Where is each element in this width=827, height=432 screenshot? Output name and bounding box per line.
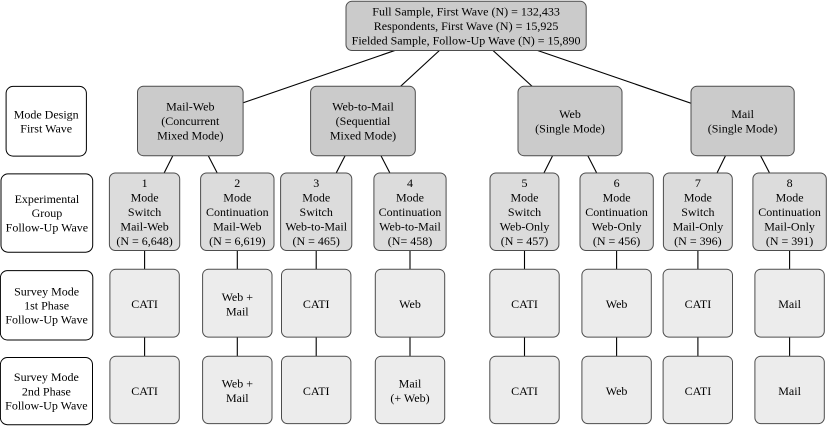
svg-text:Follow-Up Wave: Follow-Up Wave <box>5 313 87 327</box>
svg-text:(Sequential: (Sequential <box>336 114 391 128</box>
svg-text:CATI: CATI <box>685 297 712 311</box>
svg-text:Mode: Mode <box>131 190 159 204</box>
svg-text:CATI: CATI <box>685 384 712 398</box>
svg-text:(N= 458): (N= 458) <box>388 234 432 248</box>
svg-text:Mixed Mode): Mixed Mode) <box>330 129 396 143</box>
svg-text:Mail-Web: Mail-Web <box>166 100 214 114</box>
svg-text:Full Sample, First Wave (N) =: Full Sample, First Wave (N) = 132,433 <box>372 5 560 19</box>
svg-text:Mode: Mode <box>684 190 712 204</box>
svg-text:Mail: Mail <box>226 391 249 405</box>
svg-text:Fielded Sample, Follow-Up Wave: Fielded Sample, Follow-Up Wave (N) = 15,… <box>352 34 581 48</box>
svg-text:Respondents, First Wave (N) =: Respondents, First Wave (N) = 15,925 <box>374 19 559 33</box>
svg-text:Web: Web <box>559 107 581 121</box>
svg-text:5: 5 <box>522 176 528 190</box>
svg-text:(Single Mode): (Single Mode) <box>708 121 778 135</box>
svg-text:Mail-Only: Mail-Only <box>673 220 724 234</box>
svg-text:1st Phase: 1st Phase <box>24 299 69 313</box>
svg-text:Web-Only: Web-Only <box>592 220 642 234</box>
svg-text:7: 7 <box>695 176 701 190</box>
svg-text:3: 3 <box>313 176 319 190</box>
svg-text:CATI: CATI <box>303 384 330 398</box>
svg-text:Continuation: Continuation <box>585 205 648 219</box>
svg-text:(N = 6,648): (N = 6,648) <box>116 234 172 248</box>
svg-text:(N = 391): (N = 391) <box>766 234 813 248</box>
svg-text:Follow-Up Wave: Follow-Up Wave <box>5 399 87 413</box>
svg-text:Group: Group <box>32 206 63 220</box>
svg-text:(+ Web): (+ Web) <box>390 391 429 405</box>
svg-text:(Concurrent: (Concurrent <box>161 114 220 128</box>
svg-text:Mode: Mode <box>603 190 631 204</box>
svg-text:2nd Phase: 2nd Phase <box>22 384 71 398</box>
svg-text:Web-to-Mail: Web-to-Mail <box>379 220 441 234</box>
svg-text:(N = 456): (N = 456) <box>593 234 640 248</box>
svg-text:Mail: Mail <box>731 107 754 121</box>
svg-text:Continuation: Continuation <box>379 205 442 219</box>
svg-text:6: 6 <box>614 176 620 190</box>
svg-text:Survey Mode: Survey Mode <box>14 284 79 298</box>
svg-text:(Single Mode): (Single Mode) <box>535 121 605 135</box>
svg-text:Web: Web <box>399 297 421 311</box>
svg-text:Mode: Mode <box>302 190 330 204</box>
svg-text:Web-Only: Web-Only <box>500 220 550 234</box>
svg-text:Switch: Switch <box>508 205 541 219</box>
svg-text:Experimental: Experimental <box>15 192 80 206</box>
svg-text:Mail-Web: Mail-Web <box>213 220 261 234</box>
svg-text:Mixed Mode): Mixed Mode) <box>157 129 223 143</box>
svg-text:Web-to-Mail: Web-to-Mail <box>332 100 394 114</box>
svg-text:Switch: Switch <box>300 205 333 219</box>
svg-text:8: 8 <box>787 176 793 190</box>
svg-text:Survey Mode: Survey Mode <box>14 370 79 384</box>
svg-text:2: 2 <box>234 176 240 190</box>
svg-text:(N = 457): (N = 457) <box>501 234 548 248</box>
svg-text:Web-to-Mail: Web-to-Mail <box>285 220 347 234</box>
svg-text:CATI: CATI <box>303 297 330 311</box>
svg-text:Continuation: Continuation <box>758 205 821 219</box>
svg-text:CATI: CATI <box>511 384 538 398</box>
svg-text:Mail-Only: Mail-Only <box>764 220 815 234</box>
svg-text:Mode Design: Mode Design <box>14 107 79 121</box>
svg-text:Web +: Web + <box>222 290 254 304</box>
svg-text:Mode: Mode <box>511 190 539 204</box>
svg-text:(N = 396): (N = 396) <box>674 234 721 248</box>
svg-text:4: 4 <box>407 176 413 190</box>
svg-text:CATI: CATI <box>511 297 538 311</box>
svg-text:Web +: Web + <box>222 377 254 391</box>
svg-text:Mail: Mail <box>778 384 801 398</box>
svg-text:(N = 6,619): (N = 6,619) <box>209 234 265 248</box>
svg-text:Web: Web <box>606 297 628 311</box>
svg-text:Mail: Mail <box>778 297 801 311</box>
svg-text:Switch: Switch <box>128 205 161 219</box>
svg-text:Mode: Mode <box>223 190 251 204</box>
svg-text:Mode: Mode <box>396 190 424 204</box>
svg-text:Mail: Mail <box>226 304 249 318</box>
svg-text:Mail-Web: Mail-Web <box>120 220 168 234</box>
svg-text:Mail: Mail <box>399 377 422 391</box>
svg-text:(N = 465): (N = 465) <box>292 234 339 248</box>
svg-text:CATI: CATI <box>131 384 158 398</box>
svg-text:Continuation: Continuation <box>206 205 269 219</box>
svg-text:CATI: CATI <box>131 297 158 311</box>
svg-text:First Wave: First Wave <box>20 122 72 136</box>
svg-text:Follow-Up Wave: Follow-Up Wave <box>6 221 88 235</box>
svg-text:Mode: Mode <box>776 190 804 204</box>
svg-text:Web: Web <box>606 384 628 398</box>
svg-text:Switch: Switch <box>681 205 714 219</box>
svg-text:1: 1 <box>142 176 148 190</box>
